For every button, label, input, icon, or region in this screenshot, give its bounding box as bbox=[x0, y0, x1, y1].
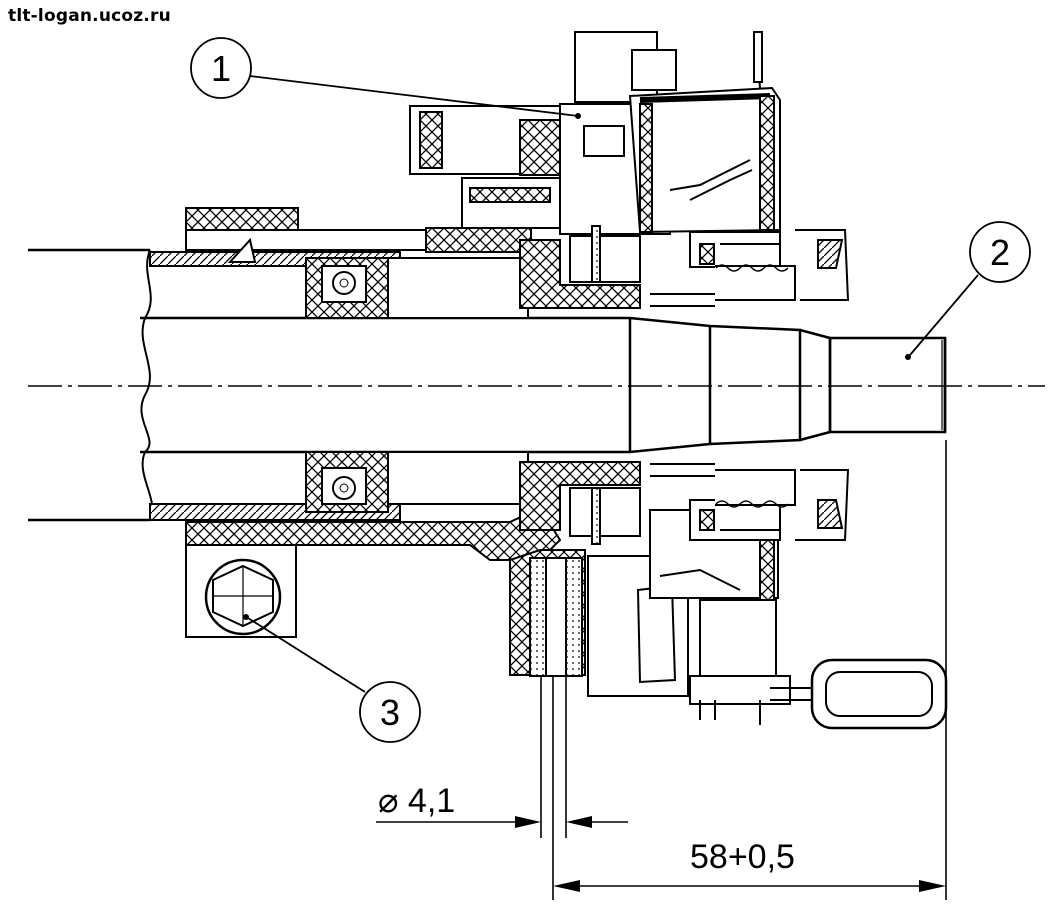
lower-housing bbox=[149, 451, 948, 730]
diameter-dimension-label: ⌀ 4,1 bbox=[378, 782, 455, 820]
callout-leaders bbox=[247, 75, 979, 693]
watermark-text: tlt-logan.ucoz.ru bbox=[8, 6, 171, 26]
spring-coils bbox=[715, 264, 789, 508]
callout-3-label: 3 bbox=[380, 692, 400, 733]
callout-2: 2 bbox=[969, 221, 1031, 283]
callout-2-label: 2 bbox=[990, 232, 1010, 273]
callout-3: 3 bbox=[359, 681, 421, 743]
upper-housing bbox=[149, 31, 850, 319]
callout-1-label: 1 bbox=[211, 48, 231, 89]
length-dimension-label: 58+0,5 bbox=[690, 838, 795, 876]
callout-1: 1 bbox=[190, 37, 252, 99]
callout-dots bbox=[243, 113, 911, 620]
dimension-arrows bbox=[515, 816, 946, 892]
